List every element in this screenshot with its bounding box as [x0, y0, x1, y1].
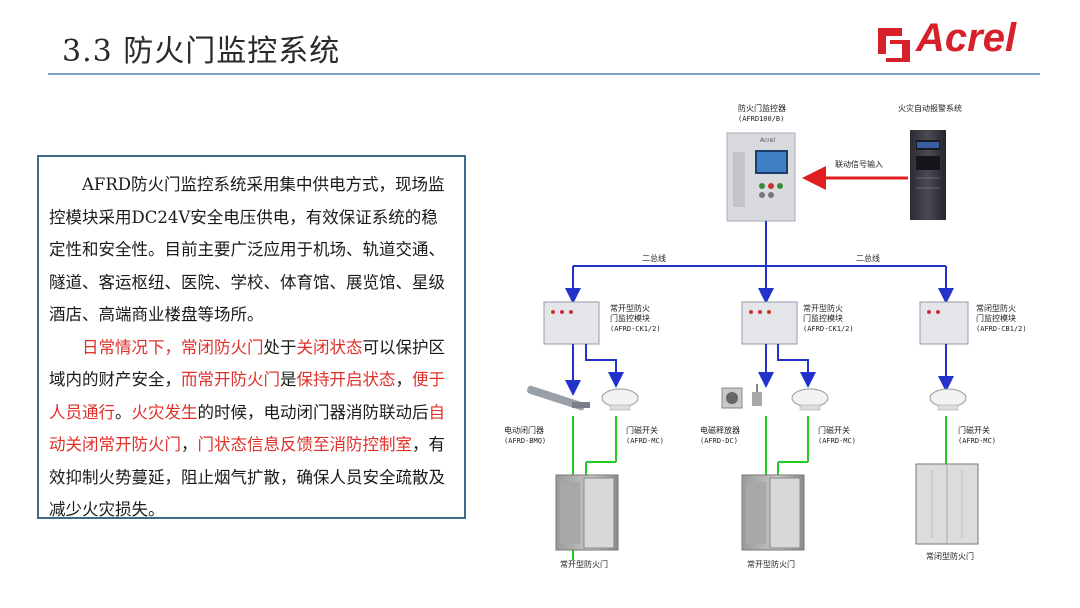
- diagram-graphics: [527, 130, 979, 560]
- body-text: ，: [395, 370, 413, 389]
- highlight-text: 而常开防火门: [181, 370, 280, 389]
- page-title: 3.3 防火门监控系统: [62, 34, 341, 69]
- fire-door-controller: [726, 132, 796, 222]
- switch3-model: (AFRD-MC): [958, 437, 996, 445]
- highlight-text: 关闭状态: [296, 337, 363, 357]
- acrel-logo: Acrel: [876, 16, 1041, 66]
- monitor-module-1: [543, 301, 600, 345]
- controller-model: (AFRD100/B): [738, 115, 785, 123]
- highlight-text: 门状态信息反馈至消防控制室: [197, 435, 413, 454]
- switch1-name: 门磁开关: [626, 426, 658, 435]
- bus-left-label: 二总线: [642, 254, 666, 263]
- fire-alarm-cabinet: [910, 130, 946, 220]
- highlight-text: 保持开启状态: [296, 370, 396, 389]
- release-label: 电磁释放器 (AFRD-DC): [700, 426, 740, 446]
- module2-name: 常开型防火 门监控模块: [803, 304, 843, 323]
- monitor-module-3: [919, 301, 969, 345]
- switch1-label: 门磁开关 (AFRD-MC): [626, 426, 664, 446]
- module3-model: (AFRD-CB1/2): [976, 325, 1027, 333]
- bus-right-label: 二总线: [856, 254, 880, 263]
- highlight-text: 常闭防火门: [181, 337, 264, 357]
- switch3-label: 门磁开关 (AFRD-MC): [958, 426, 996, 446]
- switch3-name: 门磁开关: [958, 426, 990, 435]
- module2-model: (AFRD-CK1/2): [803, 325, 854, 333]
- switch2-name: 门磁开关: [818, 426, 850, 435]
- door3-label: 常闭型防火门: [926, 552, 974, 561]
- link-signal-label: 联动信号输入: [835, 160, 883, 169]
- body-text: ，有效抑制火势蔓延，阻止烟气扩散，确保人员安全疏散及减少火灾损失。: [49, 435, 445, 519]
- door-magnet-switch-1: [601, 388, 639, 411]
- closer-name: 电动闭门器: [504, 426, 544, 435]
- release-name: 电磁释放器: [700, 426, 740, 435]
- fire-door-normally-open-2: [741, 474, 805, 551]
- controller-brand: Acrel: [760, 137, 775, 144]
- electromagnetic-release: [721, 384, 762, 409]
- body-text: 是: [280, 370, 297, 389]
- controller-label: 防火门监控器 (AFRD100/B): [738, 104, 786, 124]
- door-magnet-switch-3: [929, 388, 967, 411]
- switch2-label: 门磁开关 (AFRD-MC): [818, 426, 856, 446]
- door2-label: 常开型防火门: [747, 560, 795, 569]
- module1-name: 常开型防火 门监控模块: [610, 304, 650, 323]
- body-text: 。: [115, 402, 132, 422]
- highlight-text: 火灾发生: [131, 402, 198, 422]
- module1-model: (AFRD-CK1/2): [610, 325, 661, 333]
- module1-label: 常开型防火 门监控模块 (AFRD-CK1/2): [610, 304, 661, 334]
- controller-name: 防火门监控器: [738, 104, 786, 113]
- body-text: 可以保护区域内的财产安全，: [49, 337, 445, 390]
- fire-door-normally-open-1: [555, 474, 619, 551]
- description-box: AFRD防火门监控系统采用集中供电方式，现场监控模块采用DC24V安全电压供电，…: [37, 155, 466, 519]
- body-text: ，: [181, 435, 198, 454]
- highlight-text: 便于人员通行: [49, 370, 445, 422]
- door-magnet-switch-2: [791, 388, 829, 411]
- closer-label: 电动闭门器 (AFRD-BMQ): [504, 426, 546, 446]
- acrel-logo-mark: [878, 28, 910, 62]
- fire-door-normally-closed: [915, 463, 979, 545]
- module3-label: 常闭型防火 门监控模块 (AFRD-CB1/2): [976, 304, 1027, 334]
- system-diagram: 防火门监控器 (AFRD100/B) 火灾自动报警系统 联动信号输入 二总线 二…: [480, 90, 1080, 600]
- closer-model: (AFRD-BMQ): [504, 437, 547, 445]
- release-model: (AFRD-DC): [700, 437, 738, 445]
- switch1-model: (AFRD-MC): [626, 437, 664, 445]
- title-divider: [48, 73, 1040, 75]
- highlight-text: 自动关闭常开防火门: [49, 402, 445, 455]
- electric-door-closer: [527, 385, 590, 411]
- body-text: 的时候，电动闭门器消防联动后: [197, 402, 429, 422]
- description-paragraph-2: 日常情况下，常闭防火门处于关闭状态可以保护区域内的财产安全，而常开防火门是保持开…: [49, 332, 454, 527]
- highlight-text: 日常情况下，: [82, 337, 181, 357]
- module3-name: 常闭型防火 门监控模块: [976, 304, 1016, 323]
- fire-alarm-label: 火灾自动报警系统: [898, 104, 962, 113]
- module2-label: 常开型防火 门监控模块 (AFRD-CK1/2): [803, 304, 854, 334]
- logo-text: Acrel: [916, 16, 1017, 60]
- body-text: 处于: [263, 337, 297, 357]
- switch2-model: (AFRD-MC): [818, 437, 856, 445]
- monitor-module-2: [741, 301, 798, 345]
- description-paragraph-1: AFRD防火门监控系统采用集中供电方式，现场监控模块采用DC24V安全电压供电，…: [49, 175, 445, 324]
- door1-label: 常开型防火门: [560, 560, 608, 569]
